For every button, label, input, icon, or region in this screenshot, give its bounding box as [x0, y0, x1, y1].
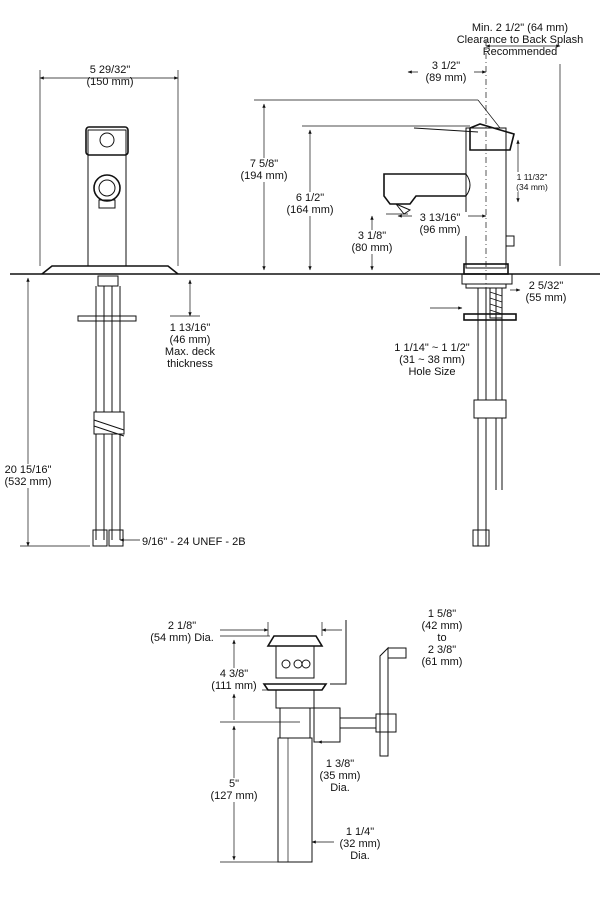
handle-offset-imperial: 1 11/32" [516, 172, 548, 182]
deck-thickness-label: 1 13/16" (46 mm) Max. deck thickness [150, 322, 230, 370]
deck-range-metric2: (61 mm) [421, 656, 463, 668]
body-dia-metric: (35 mm) [319, 770, 361, 782]
deck-range-metric: (42 mm) [421, 620, 463, 632]
hole-size-metric: (31 ~ 38 mm) [399, 354, 465, 366]
deck-thickness-note2: thickness [167, 358, 213, 370]
base-diameter-metric: (55 mm) [525, 292, 567, 304]
body-length-imperial: 5" [228, 778, 240, 790]
tail-dia-note: Dia. [350, 850, 370, 862]
height-handle-metric: (164 mm) [286, 204, 334, 216]
tail-dia-imperial: 1 1/4" [345, 826, 375, 838]
deck-range-label: 1 5/8" (42 mm) to 2 3/8" (61 mm) [412, 608, 472, 668]
deck-thickness-imperial: 1 13/16" [169, 322, 211, 334]
deck-range-to: to [437, 632, 447, 644]
spout-height-imperial: 3 1/8" [357, 230, 387, 242]
clearance-line2: Clearance to Back Splash [456, 34, 584, 46]
spout-reach-label: 3 13/16" (96 mm) [412, 212, 468, 236]
total-height-imperial: 20 15/16" [4, 464, 52, 476]
front-width-label: 5 29/32" (150 mm) [78, 64, 142, 88]
flange-dia-metric: (54 mm) Dia. [150, 632, 214, 644]
total-height-label: 20 15/16" (532 mm) [0, 464, 56, 488]
clearance-line1: Min. 2 1/2" (64 mm) [471, 22, 569, 34]
base-diameter-imperial: 2 5/32" [528, 280, 564, 292]
height-total-label: 7 5/8" (194 mm) [232, 158, 296, 182]
flange-dia-label: 2 1/8" (54 mm) Dia. [136, 620, 228, 644]
base-diameter-label: 2 5/32" (55 mm) [520, 280, 572, 304]
body-dia-label: 1 3/8" (35 mm) Dia. [312, 758, 368, 794]
height-total-imperial: 7 5/8" [249, 158, 279, 170]
faucet-side-view [254, 40, 561, 547]
deck-range-imperial2: 2 3/8" [427, 644, 457, 656]
total-height-metric: (532 mm) [4, 476, 52, 488]
thread-label: 9/16" - 24 UNEF - 2B [142, 536, 246, 548]
height-handle-imperial: 6 1/2" [295, 192, 325, 204]
body-dia-note: Dia. [330, 782, 350, 794]
clearance-label: Min. 2 1/2" (64 mm) Clearance to Back Sp… [440, 22, 600, 58]
spout-reach-metric: (96 mm) [419, 224, 461, 236]
reach-label: 3 1/2" (89 mm) [418, 60, 474, 84]
flange-height-metric: (111 mm) [211, 680, 257, 692]
tail-dia-metric: (32 mm) [339, 838, 381, 850]
hole-size-label: 1 1/14" ~ 1 1/2" (31 ~ 38 mm) Hole Size [382, 342, 482, 378]
handle-offset-metric: (34 mm) [516, 182, 548, 192]
height-total-metric: (194 mm) [240, 170, 288, 182]
hole-size-note: Hole Size [408, 366, 456, 378]
flange-dia-imperial: 2 1/8" [167, 620, 197, 632]
deck-thickness-metric: (46 mm) [169, 334, 211, 346]
deck-range-imperial: 1 5/8" [427, 608, 457, 620]
body-length-label: 5" (127 mm) [206, 778, 262, 802]
body-dia-imperial: 1 3/8" [325, 758, 355, 770]
faucet-front-view [20, 70, 200, 547]
height-handle-label: 6 1/2" (164 mm) [278, 192, 342, 216]
deck-thickness-note1: Max. deck [164, 346, 216, 358]
handle-offset-label: 1 11/32" (34 mm) [510, 172, 554, 192]
front-width-imperial: 5 29/32" [89, 64, 131, 76]
spout-height-label: 3 1/8" (80 mm) [344, 230, 400, 254]
reach-metric: (89 mm) [425, 72, 467, 84]
spout-height-metric: (80 mm) [351, 242, 393, 254]
tail-dia-label: 1 1/4" (32 mm) Dia. [332, 826, 388, 862]
hole-size-imperial: 1 1/14" ~ 1 1/2" [394, 342, 470, 354]
flange-height-imperial: 4 3/8" [219, 668, 249, 680]
spout-reach-imperial: 3 13/16" [419, 212, 461, 224]
flange-height-label: 4 3/8" (111 mm) [206, 668, 262, 692]
clearance-line3: Recommended [482, 46, 558, 58]
body-length-metric: (127 mm) [210, 790, 258, 802]
front-width-metric: (150 mm) [86, 76, 134, 88]
reach-imperial: 3 1/2" [431, 60, 461, 72]
